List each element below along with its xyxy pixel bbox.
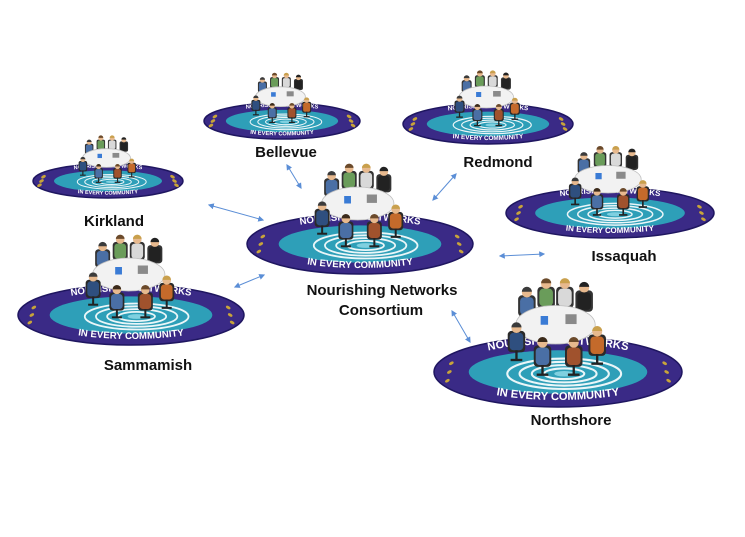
emblem-ring-text-bottom: IN EVERY COMMUNITY — [452, 133, 524, 142]
emblem-ring-text-bottom: IN EVERY COMMUNITY — [250, 130, 314, 138]
meeting-table — [515, 305, 596, 345]
emblem-sammamish: NOURISHING NETWORKSIN EVERY COMMUNITY — [17, 234, 245, 346]
emblem-issaquah: NOURISHING NETWORKSIN EVERY COMMUNITY — [505, 145, 715, 239]
emblem-redmond: NOURISHING NETWORKSIN EVERY COMMUNITY — [402, 70, 574, 145]
meeting-people — [568, 145, 650, 216]
arrow-issaquah — [498, 251, 546, 259]
node-label-issaquah: Issaquah — [591, 248, 657, 265]
arrow-northshore — [451, 309, 471, 344]
connection-arrows — [207, 163, 546, 344]
arrow-bellevue — [286, 163, 302, 190]
emblem-ring-text-bottom: IN EVERY COMMUNITY — [78, 327, 186, 342]
meeting-people — [507, 278, 606, 376]
meeting-people — [78, 135, 136, 183]
emblems-layer: NOURISHING NETWORKSIN EVERY COMMUNITYNOU… — [17, 70, 715, 408]
emblem-ring-text-bottom: IN EVERY COMMUNITY — [78, 189, 139, 197]
arrow-kirkland — [207, 203, 265, 222]
node-label-kirkland: Kirkland — [83, 213, 144, 230]
emblem-northshore: NOURISHING NETWORKSIN EVERY COMMUNITY — [433, 278, 683, 408]
emblem-ring-text-bottom: IN EVERY COMMUNITY — [496, 386, 621, 403]
meeting-people — [314, 163, 404, 248]
emblem-kirkland: NOURISHING NETWORKSIN EVERY COMMUNITY — [32, 135, 184, 199]
emblem-bellevue: NOURISHING NETWORKSIN EVERY COMMUNITY — [203, 72, 361, 140]
arrow-sammamish — [233, 274, 266, 288]
meeting-people — [454, 70, 520, 127]
meeting-people — [85, 234, 175, 319]
node-label-northshore: Northshore — [530, 412, 612, 429]
meeting-table — [82, 148, 131, 168]
arrow-redmond — [432, 173, 457, 201]
meeting-table — [92, 257, 166, 292]
emblem-ring-text-bottom: IN EVERY COMMUNITY — [565, 223, 655, 235]
meeting-people — [251, 72, 312, 123]
meeting-table — [255, 86, 306, 107]
node-label-bellevue: Bellevue — [255, 144, 317, 161]
meeting-table — [458, 85, 514, 109]
node-label-redmond: Redmond — [463, 154, 533, 171]
meeting-table — [321, 186, 395, 221]
node-label-sammamish: Sammamish — [103, 357, 193, 374]
emblem-center: NOURISHING NETWORKSIN EVERY COMMUNITY — [246, 163, 474, 275]
meeting-table — [574, 165, 642, 194]
center-label-line2: Consortium — [338, 302, 424, 319]
center-label-line1: Nourishing Networks — [306, 282, 458, 299]
emblem-ring-text-bottom: IN EVERY COMMUNITY — [307, 256, 415, 271]
